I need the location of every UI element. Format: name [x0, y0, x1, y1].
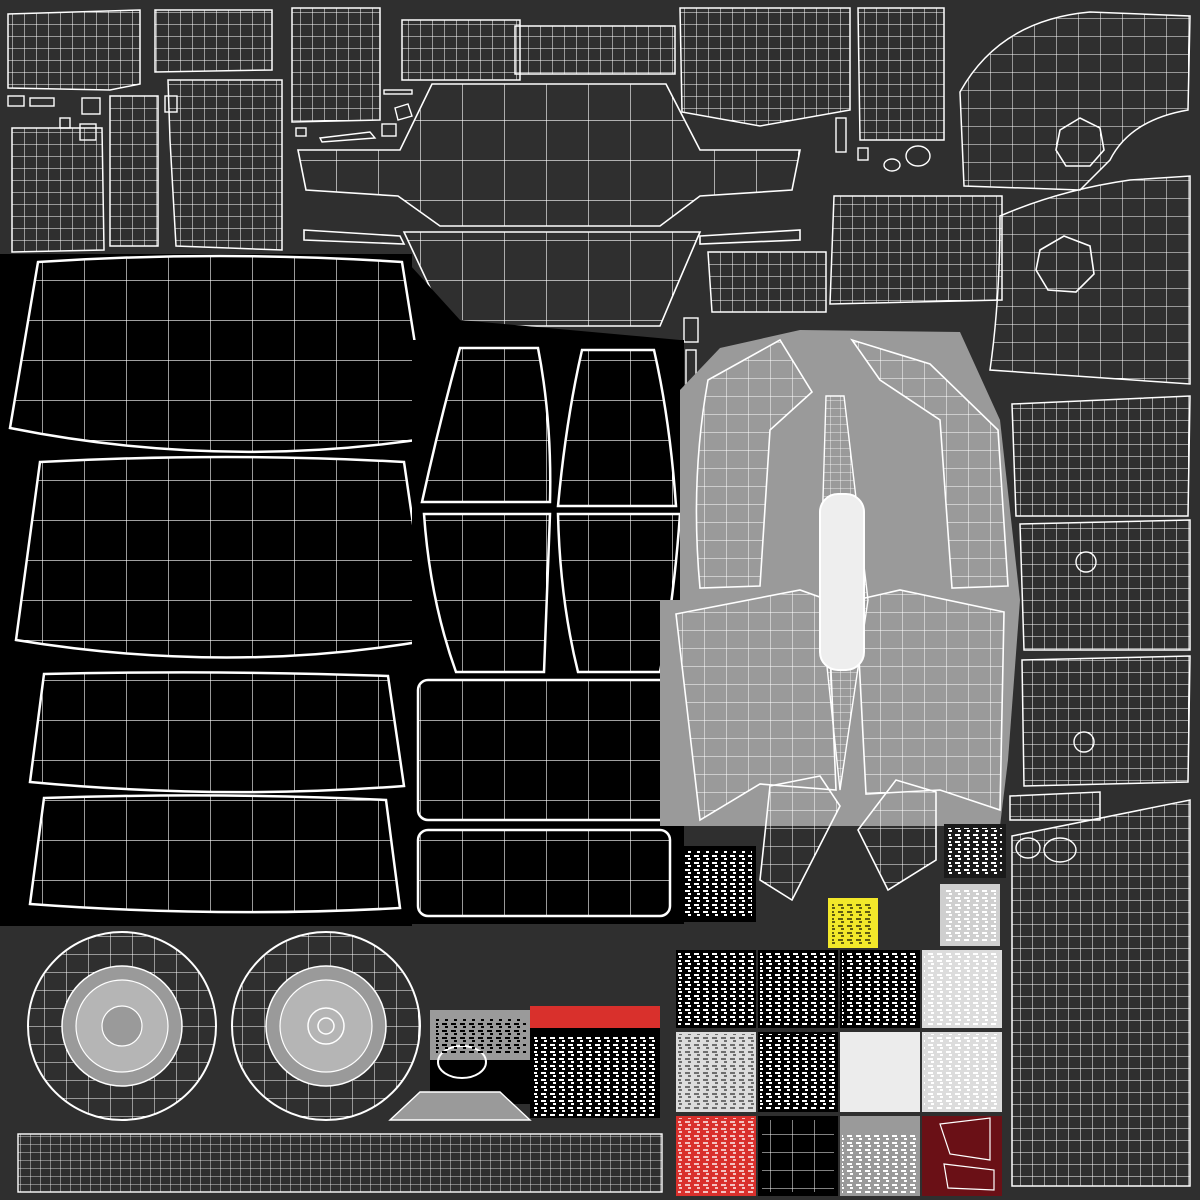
- small-scattered-pieces: [7, 89, 931, 387]
- right-upper-islands: [707, 195, 1003, 313]
- body-lower-left: [675, 589, 837, 822]
- body-lower-right: [855, 589, 1005, 812]
- door-panel-rect-2: [416, 828, 672, 918]
- body-center-highlight: [819, 493, 865, 671]
- center-black-door-panels: [412, 340, 684, 924]
- right-column-hubs: [1015, 551, 1097, 863]
- body-side-left: [695, 338, 814, 589]
- top-right-fan-hub: [1035, 117, 1105, 293]
- texture-atlas-tiles: [676, 824, 1006, 1196]
- door-panel-upper-right: [556, 348, 678, 508]
- door-panel-lower-left: [422, 512, 552, 674]
- wheel-right: [231, 931, 421, 1121]
- windshield-panel-3: [28, 671, 406, 794]
- center-top-wide-island: [297, 83, 801, 327]
- emblem-base: [388, 1091, 532, 1121]
- right-column-islands: [1009, 395, 1191, 1187]
- wheel-left: [27, 931, 217, 1121]
- body-side-right: [850, 338, 1009, 589]
- body-flap-right: [857, 779, 937, 892]
- door-panel-rect-1: [416, 678, 672, 822]
- grille-strip: [17, 1133, 663, 1193]
- windshield-panel-1: [8, 254, 432, 454]
- tile-r2c2: [840, 1032, 920, 1112]
- door-panel-upper-left: [420, 346, 552, 504]
- top-left-island-group: [7, 7, 945, 253]
- decal-atlas: [388, 1006, 660, 1121]
- windshield-panel-4: [28, 794, 402, 914]
- windshield-panels: [8, 254, 432, 914]
- gray-body-panel: [660, 330, 1020, 902]
- windshield-panel-2: [14, 455, 432, 659]
- body-flap-left: [759, 775, 841, 902]
- top-right-fan-island: [959, 11, 1191, 385]
